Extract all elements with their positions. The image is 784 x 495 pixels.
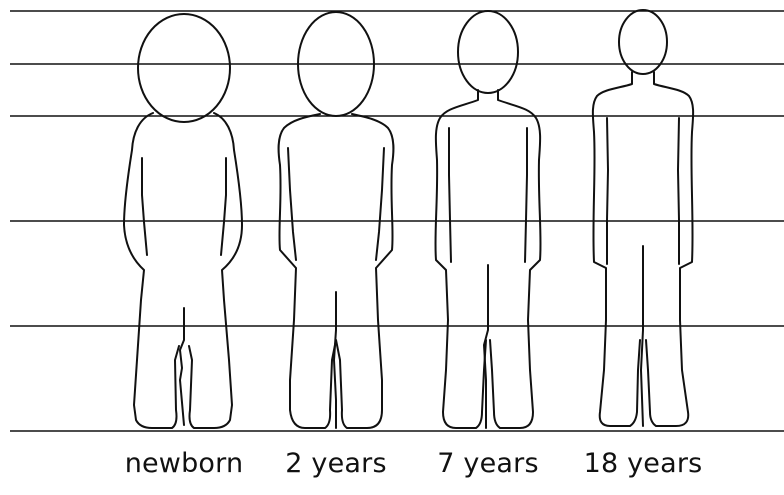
right-arm-line [376,148,384,260]
right-arm-line [221,158,226,255]
head [138,14,230,122]
caption-18-years: 18 years [573,448,713,479]
left-arm-line [142,158,147,255]
caption-7-years: 7 years [418,448,558,479]
left-arm-line [607,118,608,264]
crotch-line [641,246,643,426]
head [458,11,518,93]
figure-18-years [593,10,693,426]
left-arm-line [449,128,451,262]
guide-lines [10,11,784,431]
figure-7-years [435,11,540,428]
left-arm-line [288,148,296,260]
figure-2-years [279,12,394,428]
right-arm-line [678,118,679,264]
right-arm-line [525,128,527,262]
caption-newborn: newborn [114,448,254,479]
crotch-line [334,292,336,428]
caption-2-years: 2 years [266,448,406,479]
